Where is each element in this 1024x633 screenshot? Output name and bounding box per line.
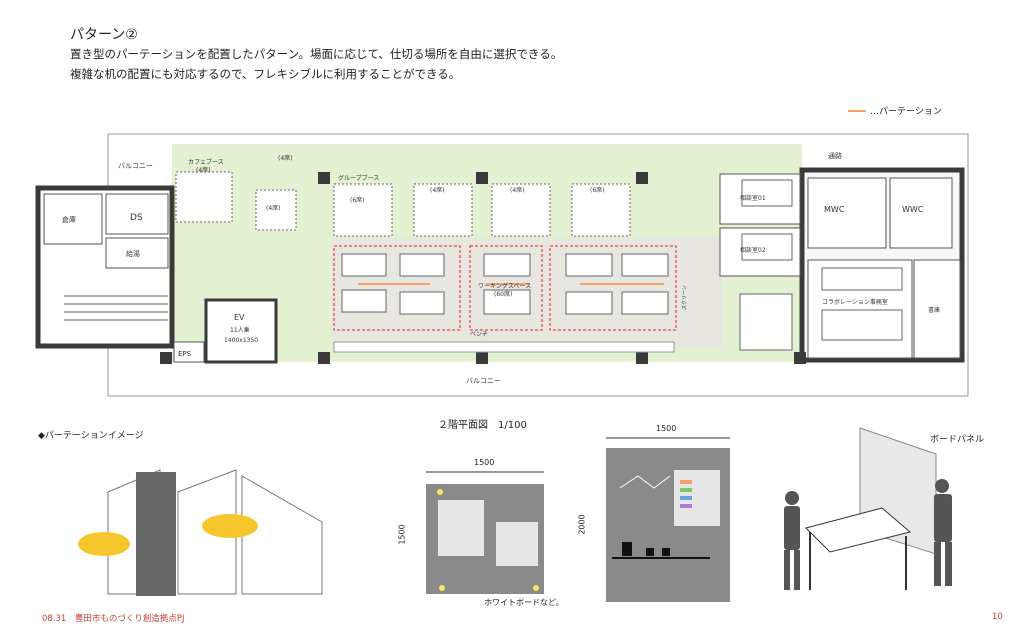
ev-room <box>204 298 278 364</box>
library-room <box>913 259 961 359</box>
eps-label: EPS <box>178 350 192 358</box>
partition-illustration <box>78 469 323 596</box>
legend-partition-swatch <box>848 109 866 112</box>
footer-page-number: 10 <box>992 612 1003 622</box>
group-seats-label-2: (4席) <box>430 186 445 194</box>
yellow-cylinder-right <box>202 514 258 538</box>
partition-panel-dark <box>136 472 176 596</box>
stairs <box>64 295 168 321</box>
working-seats-label: (60席) <box>494 290 512 298</box>
meeting-room-2-label: 相談室02 <box>740 246 766 254</box>
group-seats-label-3: (4席) <box>510 186 525 194</box>
person-left <box>784 491 800 590</box>
booths <box>175 171 631 237</box>
whiteboard-sheet-1 <box>438 500 484 556</box>
bench-row <box>333 341 675 353</box>
whiteboard-panel <box>426 471 544 594</box>
partition-panel-right <box>241 475 323 595</box>
corridor-label: 通路 <box>828 151 842 160</box>
eps-room <box>173 341 205 363</box>
bench-label: ベンチ <box>470 331 488 338</box>
table-top <box>805 507 912 553</box>
cafe-seats-label: (4席) <box>196 166 211 174</box>
balcony-top-label: バルコニー <box>118 162 153 170</box>
board-panel-label: ボードパネル <box>930 435 985 445</box>
kyuto-label: 給湯 <box>126 249 140 258</box>
storage-label: 倉庫 <box>62 215 76 224</box>
mwc-room <box>807 177 887 249</box>
wwc-room <box>889 177 953 249</box>
whiteboard-width-dim: 1500 <box>474 458 495 467</box>
wwc-label: WWC <box>902 205 924 214</box>
ds-room <box>105 193 169 235</box>
storage-room <box>43 193 103 245</box>
boardpanel-width-dim: 1500 <box>656 424 677 433</box>
ev-capacity-label: 11人乗 <box>230 327 250 334</box>
board-panel-scene <box>784 427 952 590</box>
legend-partition: …パーテーション <box>848 104 942 117</box>
whiteboard-sheet-2 <box>496 522 538 566</box>
whiteboard-height-dim: 1500 <box>397 524 407 545</box>
group-booth-label: グループブース <box>338 174 379 182</box>
description-line-1: 置き型のパーテーションを配置したパターン。場面に応じて、仕切る場所を自由に選択で… <box>70 47 563 61</box>
boardpanel-graph-line <box>619 475 671 489</box>
cafe-booth-label: カフェブース <box>188 158 224 166</box>
screen-label: スクリーン <box>682 285 688 310</box>
ev-size-label: 1400x1350 <box>224 337 258 344</box>
booth-seats-label-1: (4席) <box>278 154 293 162</box>
plan-caption: ２階平面図 1/100 <box>438 420 527 431</box>
footer-project: 08.31 豊田市ものづくり創造拠点PJ <box>42 614 185 624</box>
library-label: 書庫 <box>928 306 940 314</box>
whiteboard-label: ホワイトボードなど。 <box>484 598 564 607</box>
partition-image-label: ◆パーテーションイメージ <box>38 431 144 441</box>
ds-label: DS <box>130 213 143 223</box>
ev-label: EV <box>234 313 245 322</box>
person-right <box>934 479 952 586</box>
board-panel-illustration <box>606 437 730 602</box>
boardpanel-height-dim: 2000 <box>577 514 587 535</box>
group-seats-label-1: (6席) <box>350 196 365 204</box>
balcony-bottom-label: バルコニー <box>466 377 501 385</box>
mwc-label: MWC <box>824 205 845 214</box>
yellow-cylinder-left <box>78 532 130 556</box>
office-label: コラボレーション事務室 <box>822 298 888 306</box>
partition-zones <box>333 245 677 331</box>
booth-seats-label-2: (4席) <box>266 204 281 212</box>
legend-partition-label: …パーテーション <box>870 107 942 117</box>
kyuto-room <box>105 237 169 269</box>
working-space-label: ワーキングスペース <box>478 282 531 290</box>
floor-plan: バルコニー バルコニー 通路 倉庫 DS 給湯 EV 11人乗 1400x135… <box>35 133 969 397</box>
columns <box>160 172 806 364</box>
group-seats-label-4: (6席) <box>590 186 605 194</box>
desks <box>341 179 903 351</box>
meeting-room-1-label: 相談室01 <box>740 194 766 202</box>
page-title: パターン② <box>70 27 138 43</box>
description-line-2: 複雑な机の配置にも対応するので、フレキシブルに利用することができる。 <box>70 67 461 81</box>
